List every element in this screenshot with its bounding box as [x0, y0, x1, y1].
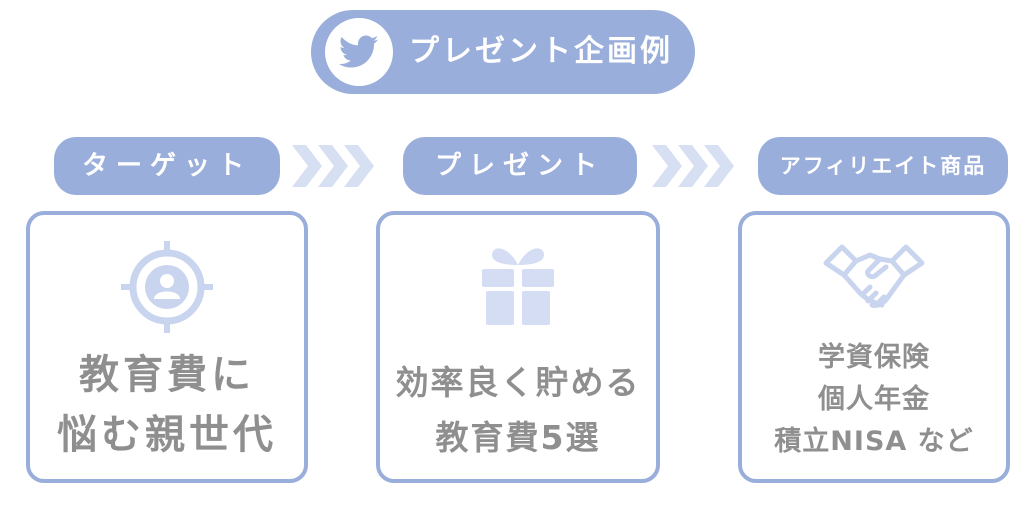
column-label-affiliate: アフィリエイト商品: [758, 137, 1008, 195]
column-label-target: ターゲット: [54, 137, 280, 195]
twitter-bird-icon: [339, 35, 379, 68]
twitter-badge: [325, 18, 393, 86]
gift-box-icon: [482, 248, 554, 325]
card-target-line-1: 教育費に: [79, 352, 255, 398]
chevron-arrows-icon: [652, 145, 734, 187]
card-affiliate-line-1: 学資保険: [818, 342, 930, 373]
card-present-line-1: 効率良く貯める: [395, 363, 641, 402]
handshake-icon: [823, 244, 925, 308]
card-affiliate-line-2: 個人年金: [818, 384, 930, 415]
column-label-present: プレゼント: [403, 137, 637, 195]
card-present-line-2: 教育費5選: [435, 418, 601, 457]
page-title: プレゼント企画例: [409, 34, 673, 69]
header-title-pill: プレゼント企画例: [311, 10, 695, 94]
target-person-icon: [121, 241, 213, 333]
card-affiliate: 学資保険 個人年金 積立NISA など: [738, 211, 1010, 483]
card-present: 効率良く貯める 教育費5選: [376, 211, 660, 483]
card-target-line-2: 悩む親世代: [57, 412, 277, 458]
chevron-arrows-icon: [292, 145, 374, 187]
card-affiliate-line-3: 積立NISA など: [774, 426, 974, 457]
card-target: 教育費に 悩む親世代: [26, 211, 308, 483]
